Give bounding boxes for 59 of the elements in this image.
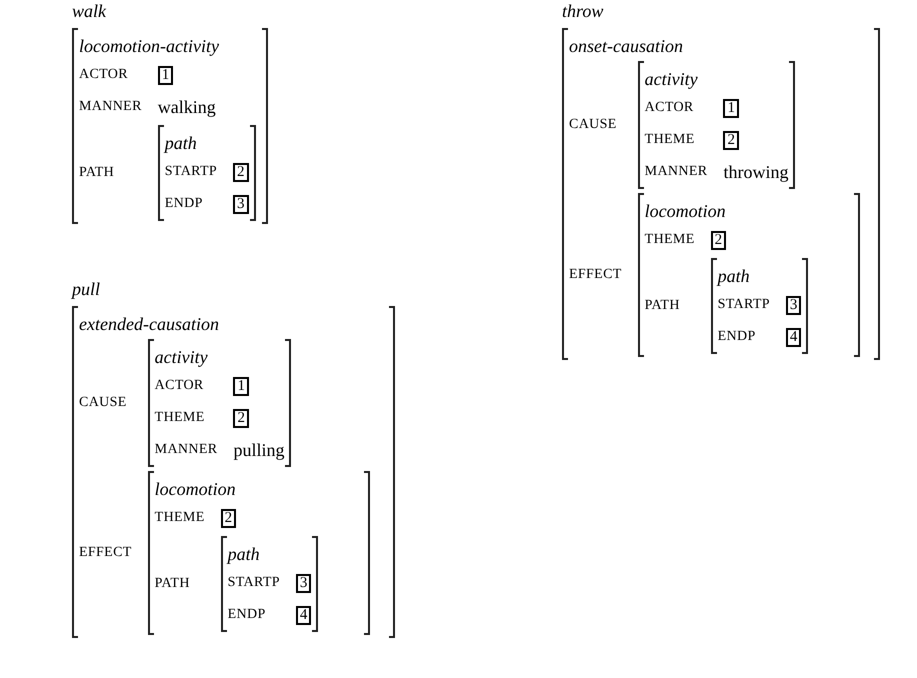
coreference-tag: 2 [233,409,249,428]
attribute-value-matrix [638,61,796,189]
feature-name: EFFECT [79,544,132,562]
type-label: activity [644,68,698,91]
feature-name: ENDP [228,606,266,624]
feature-name: ACTOR [79,66,128,84]
coreference-tag: 4 [296,606,312,625]
coreference-tag: 1 [233,377,249,396]
type-label: path [164,132,197,155]
feature-name: STARTP [228,574,280,592]
type-label: onset-causation [569,35,683,58]
matrix-title: throw [562,0,604,22]
feature-name: THEME [644,131,695,149]
feature-name: PATH [644,297,680,315]
type-label: extended-causation [79,313,219,336]
type-label: locomotion-activity [79,35,219,58]
coreference-tag: 2 [220,509,236,528]
feature-name: MANNER [79,98,142,116]
feature-value: walking [158,96,216,119]
feature-name: MANNER [644,163,708,181]
feature-name: STARTP [718,296,770,314]
matrix-title: pull [72,278,100,300]
attribute-value-matrix [220,536,318,632]
type-label: activity [154,346,208,369]
feature-name: MANNER [154,441,218,459]
feature-name: CAUSE [79,394,127,412]
feature-value: throwing [723,161,788,184]
feature-name: STARTP [164,163,218,181]
coreference-tag: 4 [786,328,802,347]
feature-name: ACTOR [644,99,694,117]
type-label: locomotion [644,200,726,223]
attribute-value-matrix [158,125,256,221]
feature-name: EFFECT [569,266,622,284]
feature-name: PATH [79,164,114,182]
coreference-tag: 2 [233,163,249,182]
feature-name: ACTOR [154,377,204,395]
feature-name: PATH [154,575,190,593]
attribute-value-matrix [148,471,370,635]
feature-name: THEME [644,231,695,249]
feature-name: CAUSE [569,116,617,134]
attribute-value-matrix [148,339,292,467]
coreference-tag: 2 [723,131,739,150]
type-label: locomotion [154,478,236,501]
attribute-value-matrix [710,258,808,354]
feature-name: ENDP [718,328,756,346]
matrix-title: walk [72,0,106,22]
feature-value: pulling [233,439,284,462]
attribute-value-matrix [638,193,860,357]
type-label: path [228,543,260,566]
coreference-tag: 2 [710,231,726,250]
coreference-tag: 3 [786,296,802,315]
coreference-tag: 3 [296,574,312,593]
feature-name: ENDP [164,195,203,213]
coreference-tag: 1 [158,66,174,85]
coreference-tag: 1 [723,99,739,118]
feature-name: THEME [154,509,205,527]
feature-name: THEME [154,409,205,427]
type-label: path [718,265,750,288]
coreference-tag: 3 [233,195,249,214]
